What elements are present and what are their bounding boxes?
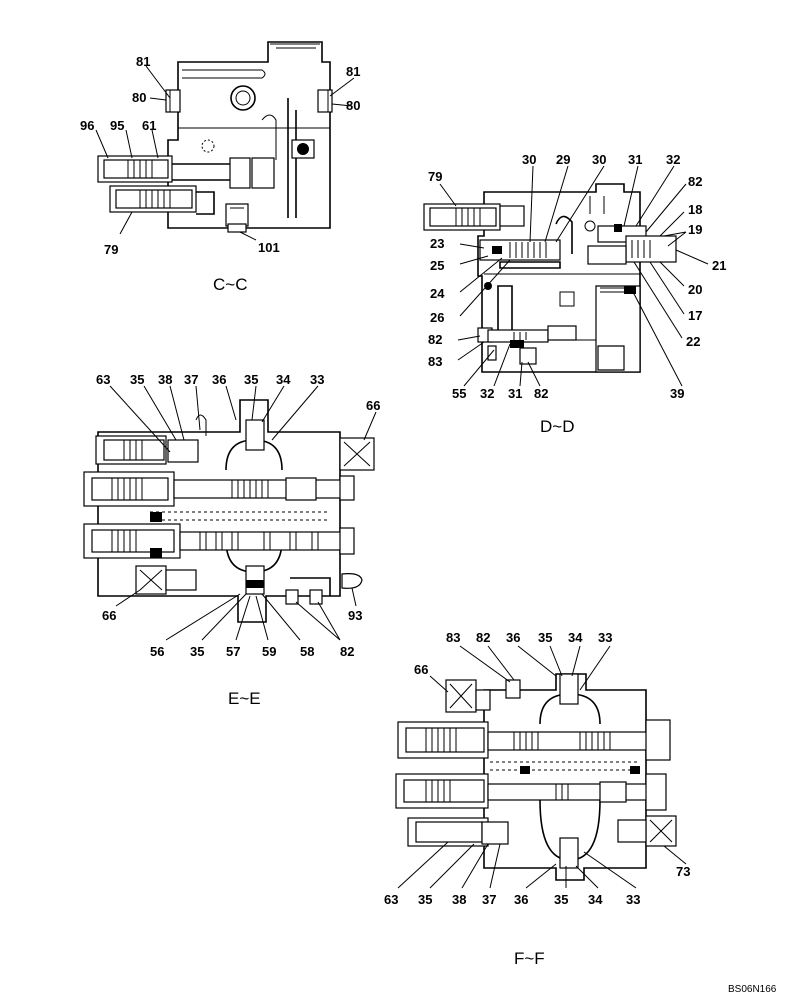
callout-label: 81 bbox=[136, 54, 150, 69]
callout-label: 73 bbox=[676, 864, 690, 879]
section-title: E~E bbox=[228, 689, 261, 708]
callout-label: 31 bbox=[508, 386, 522, 401]
callout-label: 82 bbox=[534, 386, 548, 401]
drawing-code: BS06N166 bbox=[728, 984, 777, 995]
callout-label: 82 bbox=[428, 332, 442, 347]
callout-label: 63 bbox=[96, 372, 110, 387]
callout-label: 34 bbox=[588, 892, 603, 907]
callout-label: 30 bbox=[592, 152, 606, 167]
section-title: D~D bbox=[540, 417, 574, 436]
callout-label: 63 bbox=[384, 892, 398, 907]
callout-label: 24 bbox=[430, 286, 445, 301]
callout-label: 23 bbox=[430, 236, 444, 251]
callout-label: 58 bbox=[300, 644, 314, 659]
callout-label: 66 bbox=[102, 608, 116, 623]
callout-label: 80 bbox=[346, 98, 360, 113]
callout-label: 96 bbox=[80, 118, 94, 133]
callout-label: 57 bbox=[226, 644, 240, 659]
callout-label: 101 bbox=[258, 240, 280, 255]
callout-label: 32 bbox=[666, 152, 680, 167]
section-title: F~F bbox=[514, 949, 545, 968]
callout-label: 26 bbox=[430, 310, 444, 325]
callout-label: 37 bbox=[482, 892, 496, 907]
callout-label: 29 bbox=[556, 152, 570, 167]
callout-label: 20 bbox=[688, 282, 702, 297]
section-ff-callouts: 83 82 36 35 34 33 66 73 63 35 38 37 36 3… bbox=[384, 630, 690, 968]
callout-label: 83 bbox=[428, 354, 442, 369]
section-title: C~C bbox=[213, 275, 247, 294]
section-ee-drawing bbox=[83, 385, 377, 641]
callout-label: 35 bbox=[418, 892, 432, 907]
callout-label: 35 bbox=[190, 644, 204, 659]
section-dd-callouts: 79 30 29 30 31 32 82 18 19 21 20 17 22 3… bbox=[428, 152, 726, 436]
callout-label: 35 bbox=[554, 892, 568, 907]
callout-label: 34 bbox=[276, 372, 291, 387]
callout-label: 38 bbox=[158, 372, 172, 387]
callout-label: 35 bbox=[244, 372, 258, 387]
callout-label: 80 bbox=[132, 90, 146, 105]
callout-label: 22 bbox=[686, 334, 700, 349]
callout-label: 66 bbox=[414, 662, 428, 677]
callout-label: 83 bbox=[446, 630, 460, 645]
callout-label: 82 bbox=[340, 644, 354, 659]
callout-label: 36 bbox=[514, 892, 528, 907]
section-dd-drawing bbox=[423, 165, 709, 387]
section-ee-callouts: 63 35 38 37 36 35 34 33 66 66 93 56 35 5… bbox=[96, 372, 380, 708]
callout-label: 66 bbox=[366, 398, 380, 413]
callout-label: 39 bbox=[670, 386, 684, 401]
section-ff-drawing bbox=[395, 645, 687, 889]
callout-label: 33 bbox=[598, 630, 612, 645]
callout-label: 95 bbox=[110, 118, 124, 133]
callout-label: 34 bbox=[568, 630, 583, 645]
callout-label: 18 bbox=[688, 202, 702, 217]
callout-label: 37 bbox=[184, 372, 198, 387]
callout-label: 21 bbox=[712, 258, 726, 273]
callout-label: 56 bbox=[150, 644, 164, 659]
callout-label: 59 bbox=[262, 644, 276, 659]
callout-label: 55 bbox=[452, 386, 466, 401]
callout-label: 81 bbox=[346, 64, 360, 79]
section-cc-callouts: 81 80 81 80 96 95 61 79 101 C~C bbox=[80, 54, 360, 294]
callout-label: 35 bbox=[130, 372, 144, 387]
section-cc-drawing bbox=[95, 41, 355, 241]
callout-label: 36 bbox=[506, 630, 520, 645]
callout-label: 31 bbox=[628, 152, 642, 167]
callout-label: 32 bbox=[480, 386, 494, 401]
callout-label: 36 bbox=[212, 372, 226, 387]
callout-label: 38 bbox=[452, 892, 466, 907]
callout-label: 30 bbox=[522, 152, 536, 167]
callout-label: 33 bbox=[310, 372, 324, 387]
callout-label: 93 bbox=[348, 608, 362, 623]
callout-label: 17 bbox=[688, 308, 702, 323]
callout-label: 19 bbox=[688, 222, 702, 237]
callout-label: 82 bbox=[688, 174, 702, 189]
callout-label: 25 bbox=[430, 258, 444, 273]
callout-label: 35 bbox=[538, 630, 552, 645]
callout-label: 79 bbox=[428, 169, 442, 184]
callout-label: 61 bbox=[142, 118, 156, 133]
callout-label: 79 bbox=[104, 242, 118, 257]
callout-label: 82 bbox=[476, 630, 490, 645]
callout-label: 33 bbox=[626, 892, 640, 907]
